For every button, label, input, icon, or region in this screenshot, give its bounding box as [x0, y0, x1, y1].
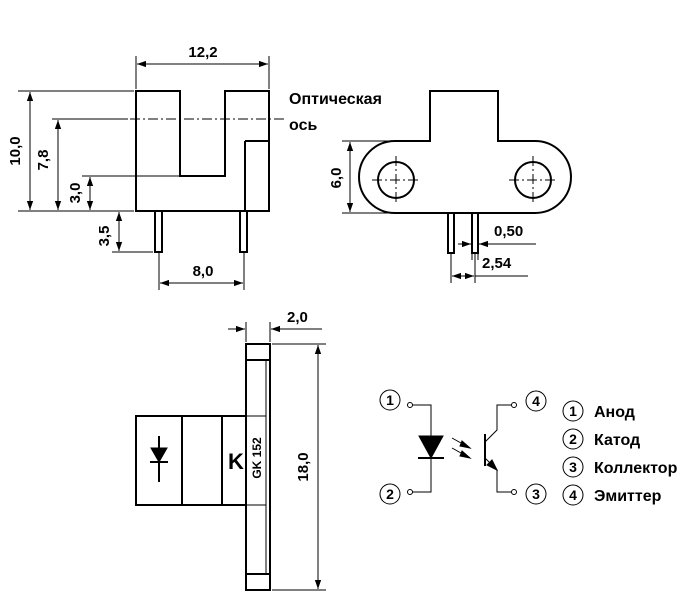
legend-item-anode: 1 Анод — [562, 400, 635, 422]
dim-height-total: 10,0 — [7, 136, 24, 165]
legend-item-emitter: 4 Эмиттер — [562, 484, 662, 506]
led-icon — [418, 435, 444, 460]
front-pin-right — [239, 210, 248, 253]
legend-label: Катод — [594, 432, 640, 449]
side-body — [358, 90, 572, 214]
legend-label: Анод — [594, 404, 635, 421]
schematic-num-1: 1 — [386, 392, 394, 408]
dim-pin-length: 3,5 — [96, 226, 113, 247]
side-pin-left — [447, 212, 455, 254]
schematic: 1 2 4 3 — [379, 389, 547, 505]
marking-k: K — [228, 449, 244, 474]
svg-text:3: 3 — [569, 459, 577, 475]
legend-item-cathode: 2 Катод — [562, 428, 640, 450]
svg-text:4: 4 — [569, 487, 577, 503]
schematic-num-2: 2 — [386, 486, 394, 502]
legend-label: Эмиттер — [594, 488, 662, 505]
legend-label: Коллектор — [594, 460, 678, 477]
side-view: 6,0 0,50 2,54 — [328, 90, 572, 283]
dim-length: 18,0 — [295, 452, 312, 481]
pin-legend: 1 Анод 2 Катод 3 Коллектор 4 Эмиттер — [562, 400, 678, 506]
top-view: K GK 152 2,0 18,0 — [135, 309, 326, 591]
front-pin-left — [154, 210, 163, 253]
side-pin-right — [471, 212, 479, 254]
dim-side-height: 6,0 — [328, 168, 345, 189]
legend-item-collector: 3 Коллектор — [562, 456, 678, 478]
schematic-num-3: 3 — [532, 486, 540, 502]
front-body — [135, 90, 270, 212]
top-housing — [135, 415, 247, 506]
dim-slot-bottom: 3,0 — [67, 183, 84, 204]
optical-axis-label-1: Оптическая — [289, 91, 382, 108]
dim-pin-pitch: 2,54 — [482, 255, 512, 272]
dim-width-top: 12,2 — [188, 44, 217, 61]
dim-optical-axis-height: 7,8 — [35, 150, 52, 171]
housing-diode-icon — [150, 436, 168, 482]
light-arrows-icon — [451, 437, 472, 459]
svg-text:1: 1 — [569, 403, 577, 419]
phototransistor-icon — [484, 404, 512, 493]
svg-text:2: 2 — [569, 431, 577, 447]
optical-axis-label-2: ось — [289, 117, 317, 134]
dim-pin-width: 0,50 — [494, 223, 523, 240]
front-view: 12,2 10,0 7,8 3,0 3,5 8,0 Оптическая ось — [7, 44, 382, 290]
schematic-num-4: 4 — [532, 393, 540, 409]
marking-code: GK 152 — [250, 437, 264, 479]
dim-pin-spacing: 8,0 — [193, 263, 214, 280]
dim-thickness: 2,0 — [287, 309, 308, 326]
